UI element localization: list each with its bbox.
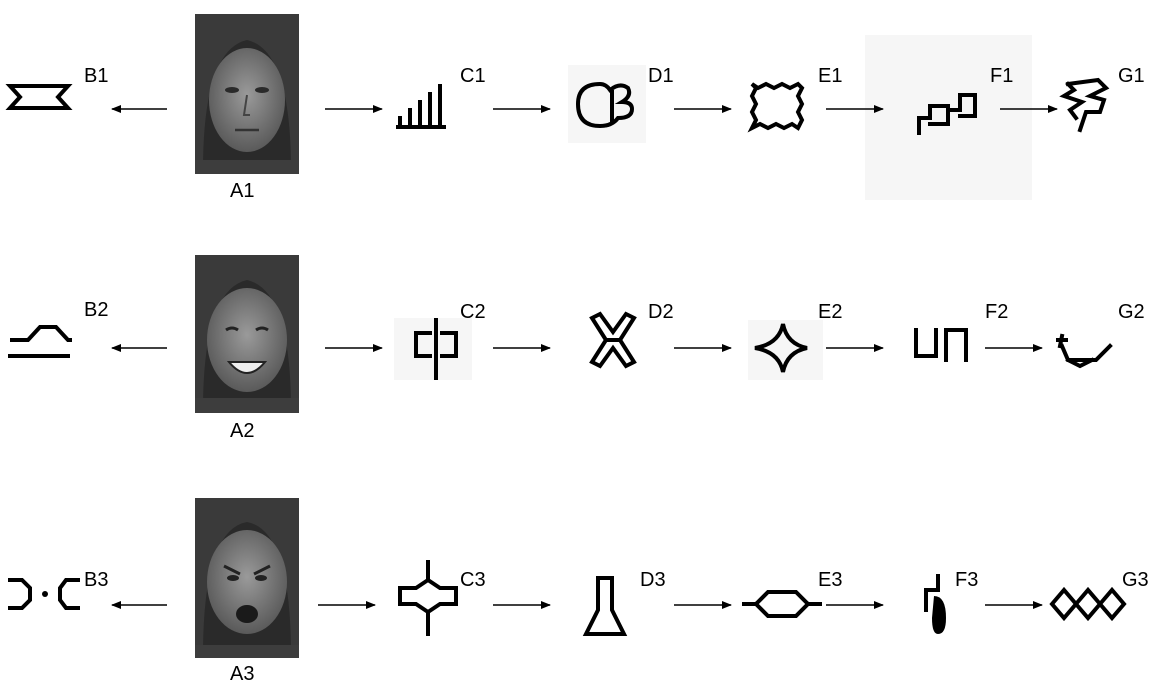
row-2: B2 A2 C2 D2 E2 <box>8 255 1145 442</box>
face-photo-a1: A1 <box>195 14 299 202</box>
symbol-d3: D3 <box>582 569 666 636</box>
symbol-label: C3 <box>460 569 486 591</box>
symbol-label: D1 <box>648 65 674 87</box>
face-label: A3 <box>230 663 254 682</box>
face-photo-a3: A3 <box>195 498 299 682</box>
symbol-g1: G1 <box>1059 65 1145 133</box>
symbol-f3: F3 <box>924 569 978 634</box>
symbol-label: D2 <box>648 301 674 323</box>
symbol-f1: F1 <box>917 65 1013 135</box>
symbol-label: D3 <box>640 569 666 591</box>
symbol-label: E1 <box>818 65 842 87</box>
symbol-d2: D2 <box>589 301 674 369</box>
symbol-label: B2 <box>84 299 108 321</box>
symbol-label: C1 <box>460 65 486 87</box>
symbol-label: G2 <box>1118 301 1145 323</box>
symbol-e3: E3 <box>742 569 842 618</box>
symbol-g3: G3 <box>1049 569 1149 622</box>
symbol-c3: C3 <box>398 560 486 636</box>
symbol-b2: B2 <box>8 299 108 358</box>
symbol-label: F3 <box>955 569 978 591</box>
face-label: A2 <box>230 420 254 442</box>
symbol-d1: D1 <box>575 65 674 129</box>
symbol-highlight-box <box>568 65 646 143</box>
symbol-b1: B1 <box>5 65 108 110</box>
symbol-label: G3 <box>1122 569 1149 591</box>
symbol-f2: F2 <box>914 301 1008 362</box>
row-1: B1 A1 C1 D1 E1 <box>5 14 1145 202</box>
symbol-b3: B3 <box>8 569 108 610</box>
symbol-label: B1 <box>84 65 108 87</box>
row-3: B3 A3 C3 D3 <box>8 498 1149 682</box>
symbol-label: E3 <box>818 569 842 591</box>
symbol-e2: E2 <box>754 301 842 373</box>
symbol-g2: G2 <box>1056 301 1145 369</box>
symbol-label: F1 <box>990 65 1013 87</box>
symbol-c2: C2 <box>394 301 486 380</box>
face-photo-a2: A2 <box>195 255 299 442</box>
face-label: A1 <box>230 180 254 202</box>
symbol-c1: C1 <box>396 65 486 129</box>
symbol-label: G1 <box>1118 65 1145 87</box>
symbol-label: C2 <box>460 301 486 323</box>
symbol-label: B3 <box>84 569 108 591</box>
symbol-label: F2 <box>985 301 1008 323</box>
symbol-e1: E1 <box>747 65 842 133</box>
symbol-label: E2 <box>818 301 842 323</box>
